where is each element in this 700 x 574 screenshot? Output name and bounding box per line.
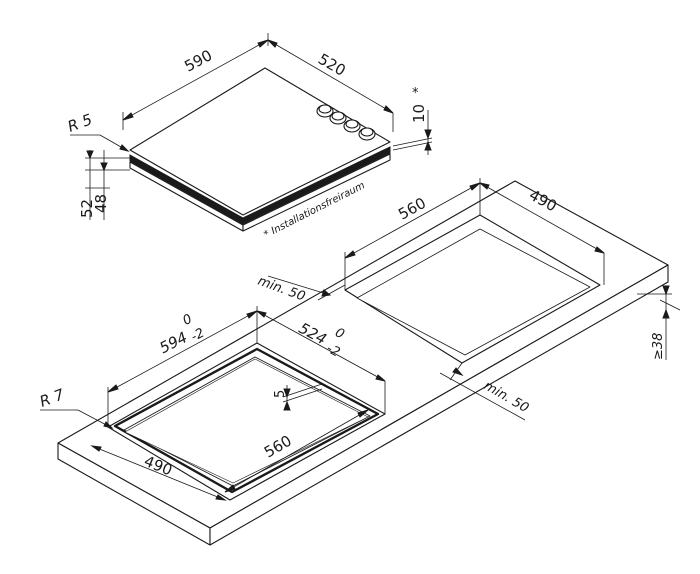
dim-worktop-thickness-label: ≥38 bbox=[651, 333, 666, 360]
worktop bbox=[57, 180, 669, 546]
knob-4-cap bbox=[360, 127, 374, 137]
knob-3-cap bbox=[345, 119, 359, 129]
cutout-radius-label: R 7 bbox=[37, 385, 67, 411]
knob-1-cap bbox=[318, 104, 332, 114]
dim-height-total-label: 52 bbox=[78, 199, 96, 218]
dim-height-body-label: 48 bbox=[92, 194, 110, 213]
dim-left-490 bbox=[90, 445, 227, 501]
dim-520-label: 520 bbox=[315, 50, 349, 80]
worktop-side bbox=[209, 264, 669, 546]
dim-worktop-thickness bbox=[637, 285, 681, 360]
dim-min50-upper bbox=[267, 275, 346, 301]
cutout-left bbox=[107, 342, 386, 501]
knob-2-cap bbox=[331, 111, 345, 121]
dim-right-490 bbox=[479, 182, 605, 285]
hob-knobs bbox=[316, 104, 376, 141]
cutout-right-inner bbox=[356, 228, 591, 356]
dim-min-front-label: min. 50 bbox=[256, 274, 307, 305]
dim-left-width-tol-upper: 0 bbox=[180, 312, 194, 329]
cutout-right bbox=[344, 214, 601, 364]
hob-radius-label: R 5 bbox=[65, 110, 94, 135]
dim-520 bbox=[267, 39, 394, 132]
dim-min-side-label: min. 50 bbox=[481, 378, 531, 416]
dim-left-depth-tol-lower: -2 bbox=[324, 341, 342, 360]
dim-rebate bbox=[282, 383, 323, 411]
dim-right-width-label: 560 bbox=[395, 194, 429, 224]
hob-body-side bbox=[242, 153, 391, 232]
dim-left-594 bbox=[107, 306, 258, 427]
hob-illustration: 590 520 10 * R 5 bbox=[65, 33, 433, 241]
dim-left-width-label: 594 bbox=[157, 328, 191, 357]
worktop-top bbox=[57, 180, 669, 529]
cutout-left-rebate bbox=[113, 347, 380, 494]
dim-590-label: 590 bbox=[181, 46, 215, 75]
dim-min50-lower bbox=[439, 362, 526, 421]
dim-left-width-group: 594 0 -2 bbox=[157, 312, 207, 357]
dim-right-560 bbox=[344, 178, 481, 290]
dim-heights bbox=[85, 150, 130, 220]
hob-radius-leader bbox=[70, 134, 130, 152]
dim-clearance-star: * bbox=[412, 86, 419, 101]
dim-rebate-label: 5 bbox=[273, 390, 288, 398]
dim-clearance-label: 10 bbox=[410, 104, 428, 123]
dim-left-560 bbox=[224, 409, 369, 493]
dim-590 bbox=[122, 33, 269, 130]
dim-left-width-tol-lower: -2 bbox=[189, 326, 207, 345]
hob-trim-side bbox=[242, 146, 391, 225]
dim-left-524 bbox=[256, 310, 386, 414]
cutout-radius-leader bbox=[40, 409, 114, 429]
dim-clearance bbox=[392, 110, 433, 155]
